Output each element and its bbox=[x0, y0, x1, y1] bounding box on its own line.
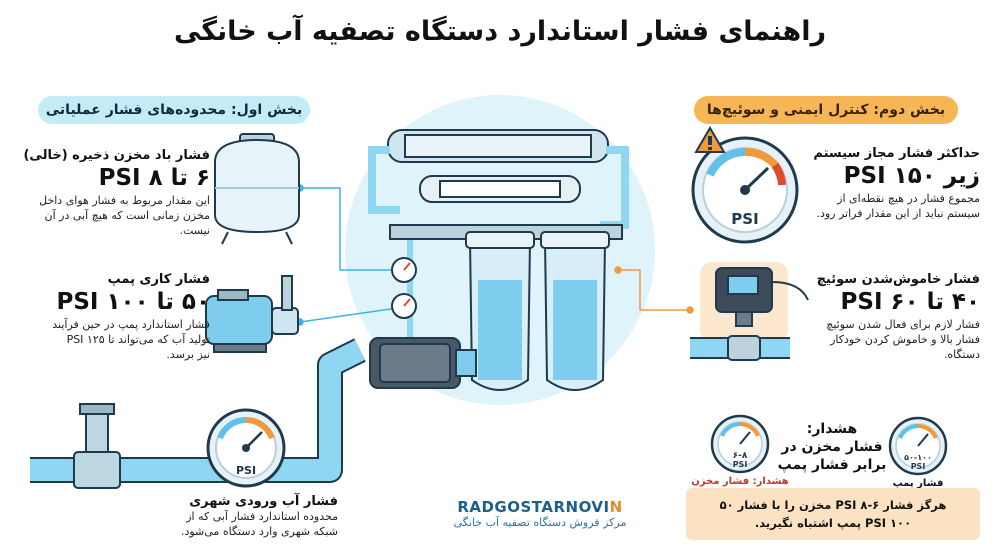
max-desc-line1: مجموع فشار در هیچ نقطه‌ای از bbox=[837, 192, 980, 205]
ro-system bbox=[368, 129, 629, 391]
inlet-gauge-unit: PSI bbox=[236, 464, 256, 477]
pump-gauge-range: ۵۰-۱۰۰ bbox=[904, 453, 932, 462]
tank-pressure-label: فشار باد مخزن ذخیره (خالی) bbox=[23, 148, 210, 163]
warning-title-line2: فشار مخزن در bbox=[781, 439, 883, 455]
inlet-gauge bbox=[206, 408, 286, 488]
warning-note: هرگز فشار ۶-۸ PSI مخزن را با فشار ۵۰ PSI… bbox=[692, 496, 974, 532]
inlet-pressure-block: فشار آب ورودی شهری محدوده استاندارد فشار… bbox=[150, 494, 338, 539]
storage-tank bbox=[214, 133, 300, 245]
inlet-pipe bbox=[30, 338, 366, 489]
warning-note-line1: هرگز فشار ۶-۸ PSI مخزن را با فشار ۵۰ bbox=[719, 498, 947, 512]
warning-title: هشدار: فشار مخزن در برابر فشار پمپ bbox=[772, 420, 892, 474]
brand-subtitle: مرکز فروش دستگاه تصفیه آب خانگی bbox=[453, 516, 627, 529]
inlet-pressure-label: فشار آب ورودی شهری bbox=[189, 494, 338, 509]
max-pressure-value: زیر ۱۵۰ PSI bbox=[843, 163, 980, 189]
tank-gauge-unit: PSI bbox=[733, 460, 748, 469]
switch-desc-line1: فشار لازم برای فعال شدن سوئیچ bbox=[826, 318, 980, 331]
switch-desc-line2: فشار بالا و خاموش کردن خودکار bbox=[830, 333, 980, 346]
max-pressure-gauge bbox=[691, 126, 799, 244]
brand-name: RADGOSTARNOVIN bbox=[440, 498, 640, 516]
brand-name-accent: N bbox=[609, 498, 623, 516]
max-pressure-block: حداکثر فشار مجاز سیستم زیر ۱۵۰ PSI مجموع… bbox=[790, 146, 980, 221]
connector-lines-right bbox=[614, 266, 694, 314]
tank-gauge-range: ۶-۸ bbox=[733, 451, 748, 461]
warning-note-box bbox=[686, 488, 980, 540]
tank-desc-line1: این مقدار مربوط به فشار هوای داخل bbox=[39, 194, 210, 207]
switch-desc-line3: دستگاه. bbox=[943, 348, 980, 361]
section-left-header: بخش اول: محدوده‌های فشار عملیاتی bbox=[38, 96, 310, 124]
max-desc-line2: سیستم نباید از این مقدار فراتر رود. bbox=[816, 207, 980, 220]
max-gauge-unit: PSI bbox=[731, 210, 758, 228]
tank-pressure-block: فشار باد مخزن ذخیره (خالی) ۶ تا ۸ PSI ای… bbox=[20, 148, 210, 238]
tank-pressure-value: ۶ تا ۸ PSI bbox=[98, 165, 210, 191]
inlet-desc-line2: شبکه شهری وارد دستگاه می‌شود. bbox=[180, 525, 338, 538]
pump-gauge-caption: فشار پمپ bbox=[892, 478, 944, 489]
pump-gauge-unit: PSI bbox=[911, 462, 926, 471]
section-right-header: بخش دوم: کنترل ایمنی و سوئیچ‌ها bbox=[694, 96, 958, 124]
tank-desc-line3: نیست. bbox=[179, 224, 211, 237]
warning-title-line1: هشدار: bbox=[806, 421, 858, 437]
pump-pressure-value: ۵۰ تا ۱۰۰ PSI bbox=[56, 289, 211, 315]
inlet-desc-line1: محدوده استاندارد فشار آبی که از bbox=[186, 510, 338, 523]
pump-desc-line1: فشار استاندارد پمپ در حین فرآیند bbox=[52, 318, 210, 331]
pump-desc-line2: تولید آب که می‌تواند تا ۱۲۵ PSI bbox=[66, 333, 210, 346]
switch-pressure-block: فشار خاموش‌شدن سوئیچ ۴۰ تا ۶۰ PSI فشار ل… bbox=[800, 272, 980, 362]
tank-gauge-caption: هشدار: فشار مخزن bbox=[691, 476, 789, 487]
central-pump bbox=[369, 337, 477, 389]
tank-warning-gauge bbox=[710, 414, 770, 474]
pump-pressure-label: فشار کاری پمپ bbox=[107, 272, 210, 287]
warning-title-line3: برابر فشار پمپ bbox=[777, 457, 887, 473]
pressure-switch-illustration bbox=[690, 262, 809, 361]
pump-pressure-block: فشار کاری پمپ ۵۰ تا ۱۰۰ PSI فشار استاندا… bbox=[20, 272, 210, 362]
tank-desc-line2: مخزن زمانی است که هیچ آبی در آن bbox=[44, 209, 210, 222]
warning-note-line2: PSI ۱۰۰ پمپ اشتباه نگیرید. bbox=[754, 516, 912, 530]
pump-desc-line3: نیز برسد. bbox=[166, 348, 210, 361]
booster-pump bbox=[205, 275, 299, 353]
brand-name-main: RADGOSTARNOVI bbox=[457, 498, 610, 516]
switch-pressure-value: ۴۰ تا ۶۰ PSI bbox=[840, 289, 980, 315]
pump-warning-gauge bbox=[888, 416, 948, 476]
switch-pressure-label: فشار خاموش‌شدن سوئیچ bbox=[816, 272, 980, 287]
brand-logo: RADGOSTARNOVIN مرکز فروش دستگاه تصفیه آب… bbox=[440, 498, 640, 529]
max-pressure-label: حداکثر فشار مجاز سیستم bbox=[813, 146, 980, 161]
page-title: راهنمای فشار استاندارد دستگاه تصفیه آب خ… bbox=[173, 16, 827, 47]
